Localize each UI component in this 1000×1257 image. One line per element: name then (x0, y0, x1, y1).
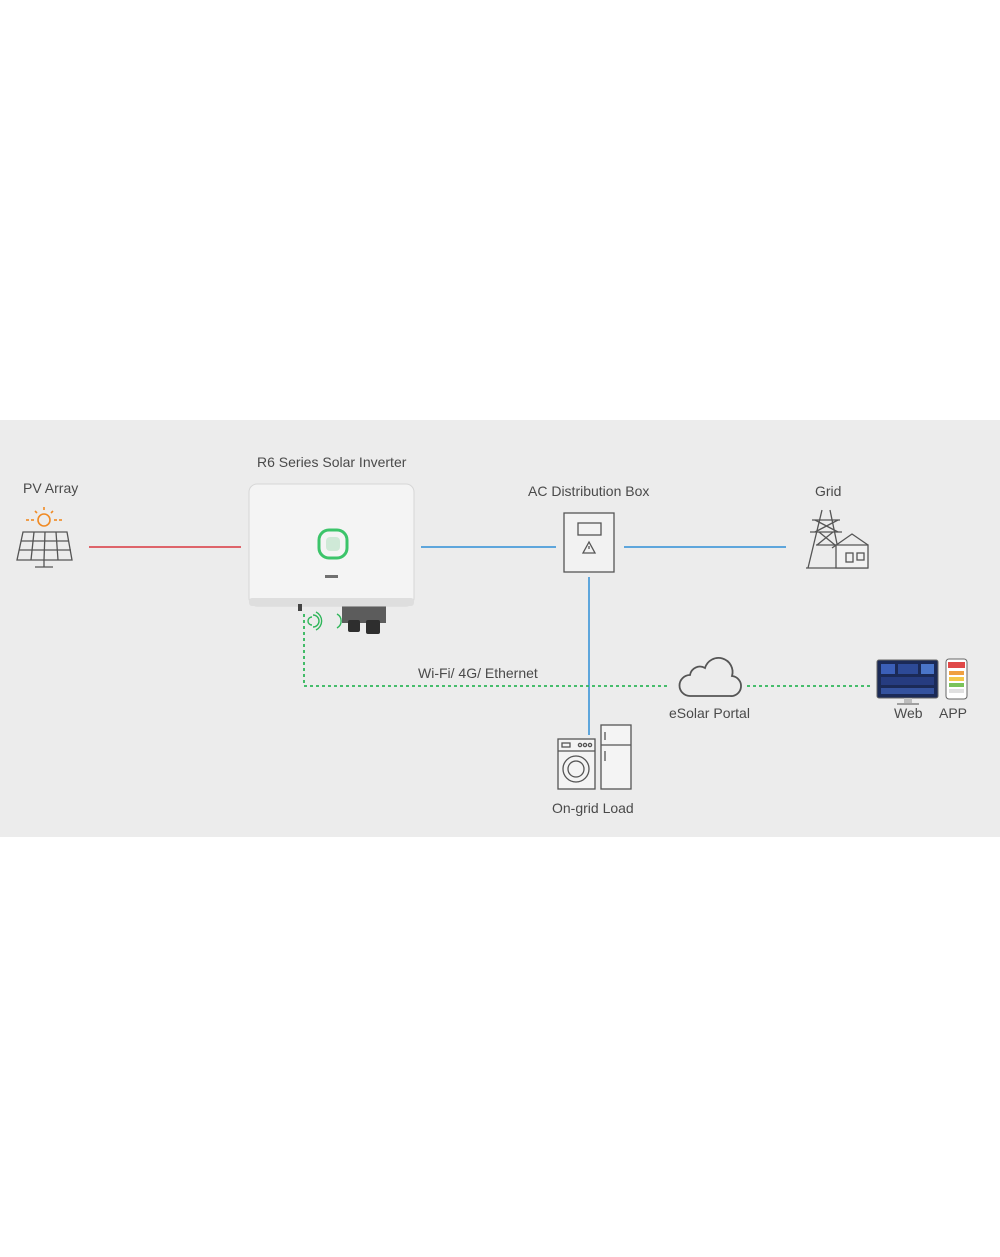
cloud-icon (678, 657, 742, 697)
communication-label: Wi-Fi/ 4G/ Ethernet (418, 665, 538, 681)
monitor-icon (876, 659, 939, 705)
ac-distribution-box-label: AC Distribution Box (528, 483, 650, 499)
web-label: Web (894, 705, 923, 721)
sun-icon (26, 507, 62, 527)
grid-tower-icon (806, 509, 869, 569)
phone-icon (945, 658, 968, 700)
wifi-signal-icon (307, 611, 342, 631)
esolar-portal-label: eSolar Portal (669, 705, 750, 721)
solar-panel-icon (16, 531, 73, 568)
washing-machine-icon (557, 738, 596, 790)
inverter-label: R6 Series Solar Inverter (257, 454, 407, 470)
pv-array-label: PV Array (23, 480, 79, 496)
refrigerator-icon (600, 724, 632, 790)
distribution-box-icon (563, 512, 615, 573)
grid-label: Grid (815, 483, 842, 499)
diagram-background (0, 420, 1000, 837)
comm-connection-inverter-cloud (303, 614, 668, 687)
inverter-icon (248, 483, 415, 634)
on-grid-load-label: On-grid Load (552, 800, 634, 816)
app-label: APP (939, 705, 968, 721)
